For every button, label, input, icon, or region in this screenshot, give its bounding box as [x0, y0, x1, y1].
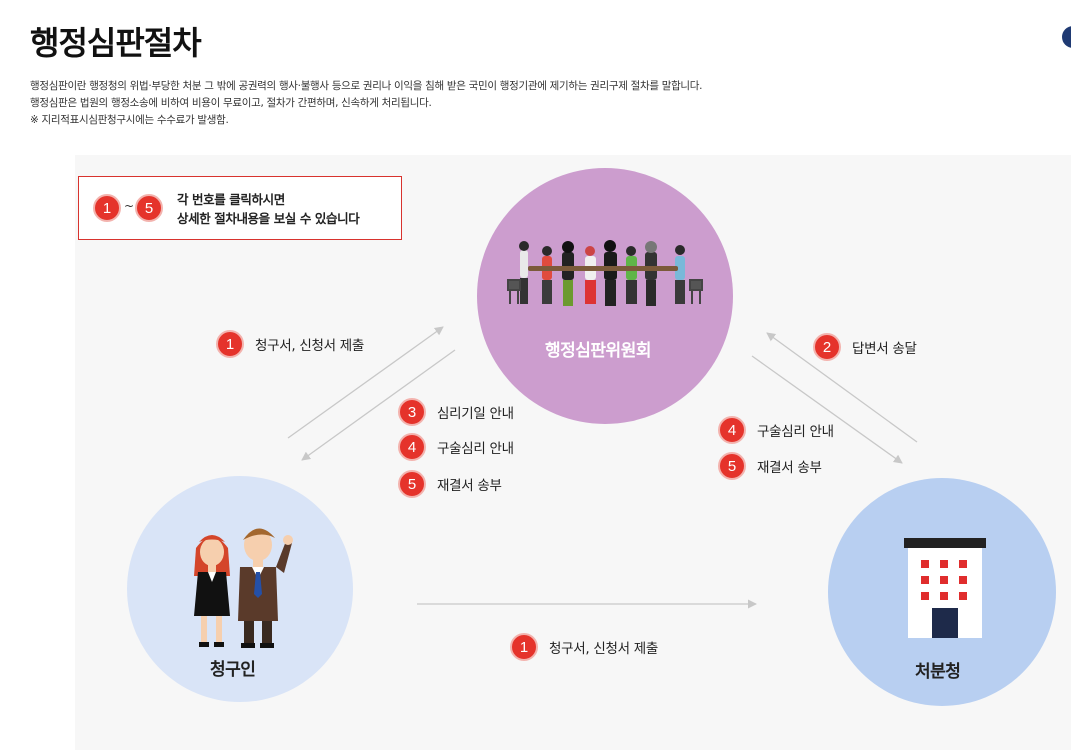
step-label[interactable]: 구술심리 안내: [757, 424, 834, 440]
step-agency-ruling-delivery[interactable]: 5 재결서 송부: [718, 452, 822, 480]
committee-label: 행정심판위원회: [545, 341, 651, 361]
step-label[interactable]: 재결서 송부: [437, 478, 502, 494]
arrow-committee-to-claimant: [301, 349, 456, 461]
step-badge[interactable]: 5: [135, 194, 163, 222]
step-badge[interactable]: 1: [510, 633, 538, 661]
notice-line: 상세한 절차내용을 보실 수 있습니다: [177, 211, 360, 226]
step-badge[interactable]: 2: [813, 333, 841, 361]
description-line: 행정심판은 법원의 행정소송에 비하여 비용이 무료이고, 절차가 간편하며, …: [30, 97, 432, 109]
description-line: ※ 지리적표시심판청구시에는 수수료가 발생함.: [30, 114, 229, 126]
step-label[interactable]: 구술심리 안내: [437, 441, 514, 457]
step-committee-to-agency[interactable]: 2 답변서 송달: [813, 333, 917, 361]
arrow-claimant-to-committee: [287, 326, 444, 439]
notice-box: 1 ~ 5 각 번호를 클릭하시면 상세한 절차내용을 보실 수 있습니다: [78, 176, 402, 240]
step-badge[interactable]: 1: [216, 330, 244, 358]
step-claimant-to-agency[interactable]: 1 청구서, 신청서 제출: [510, 633, 658, 661]
page-title: 행정심판절차: [30, 24, 202, 62]
step-label[interactable]: 청구서, 신청서 제출: [255, 338, 364, 354]
step-label[interactable]: 재결서 송부: [757, 460, 822, 476]
step-badge[interactable]: 1: [93, 194, 121, 222]
step-label[interactable]: 심리기일 안내: [437, 406, 514, 422]
description-line: 행정심판이란 행정청의 위법·부당한 처분 그 밖에 공권력의 행사·불행사 등…: [30, 80, 703, 92]
claimant-label: 청구인: [210, 660, 256, 680]
notice-text: 각 번호를 클릭하시면 상세한 절차내용을 보실 수 있습니다: [177, 190, 360, 228]
arrow-agency-to-committee: [766, 332, 918, 443]
step-label[interactable]: 청구서, 신청서 제출: [549, 641, 658, 657]
page-description: 행정심판이란 행정청의 위법·부당한 처분 그 밖에 공권력의 행사·불행사 등…: [30, 78, 703, 129]
notice-tilde: ~: [124, 199, 135, 213]
step-badge[interactable]: 5: [718, 452, 746, 480]
arrow-committee-to-agency: [751, 355, 903, 464]
step-badge[interactable]: 4: [718, 416, 746, 444]
step-agency-oral-hearing[interactable]: 4 구술심리 안내: [718, 416, 834, 444]
step-badge[interactable]: 4: [398, 433, 426, 461]
top-right-icon[interactable]: [1062, 26, 1071, 48]
notice-line: 각 번호를 클릭하시면: [177, 192, 285, 207]
step-claimant-to-committee[interactable]: 1 청구서, 신청서 제출: [216, 330, 364, 358]
step-badge[interactable]: 5: [398, 470, 426, 498]
step-ruling-delivery[interactable]: 5 재결서 송부: [398, 470, 502, 498]
step-label[interactable]: 답변서 송달: [852, 341, 917, 357]
step-oral-hearing[interactable]: 4 구술심리 안내: [398, 433, 514, 461]
step-hearing-date[interactable]: 3 심리기일 안내: [398, 398, 514, 426]
step-badge[interactable]: 3: [398, 398, 426, 426]
agency-label: 처분청: [915, 662, 961, 682]
